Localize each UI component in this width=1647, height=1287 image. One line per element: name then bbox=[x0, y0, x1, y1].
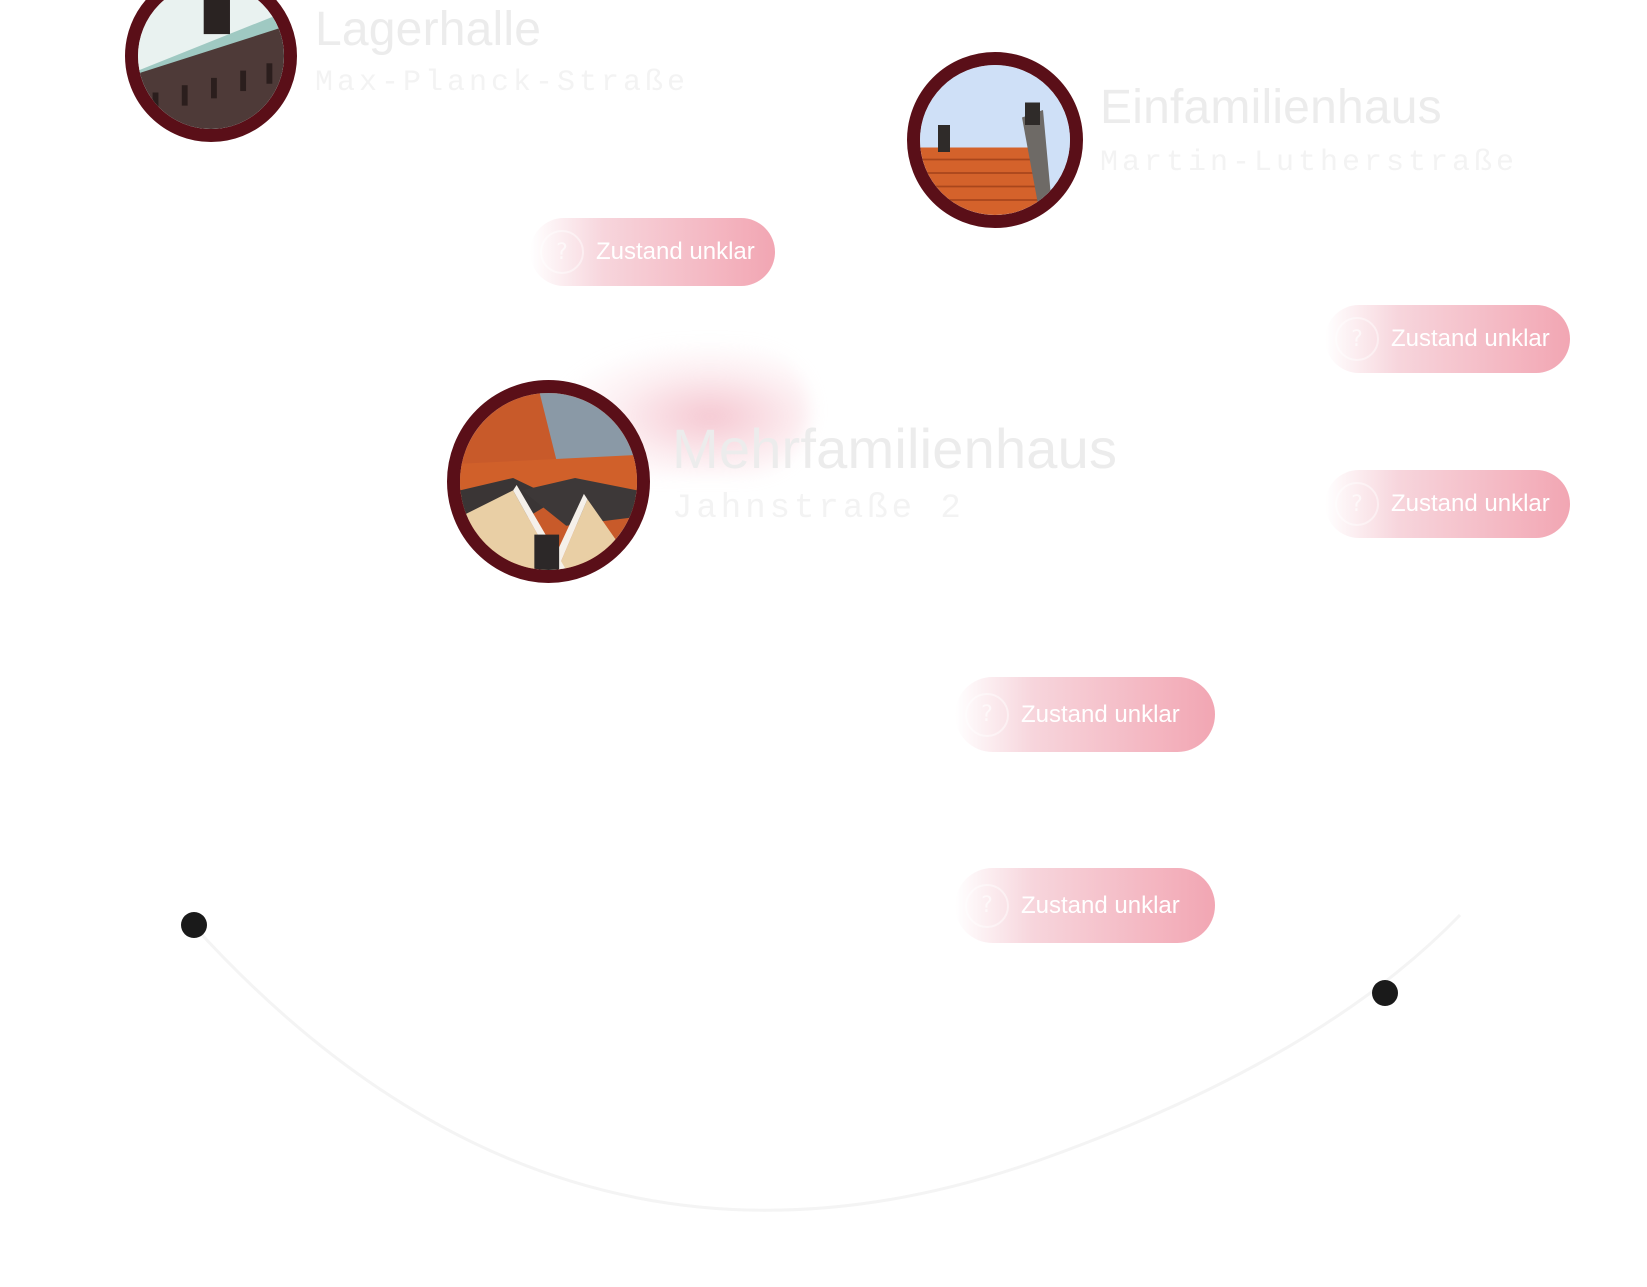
question-icon: ? bbox=[965, 692, 1009, 737]
property-card-lagerhalle[interactable]: Lagerhalle Max-Planck-Straße bbox=[0, 0, 700, 150]
status-pill-label: Zustand unklar bbox=[596, 238, 755, 265]
question-icon: ? bbox=[1335, 317, 1379, 361]
status-pill[interactable]: ? Zustand unklar bbox=[955, 677, 1215, 752]
property-title: Einfamilienhaus bbox=[1100, 81, 1442, 134]
question-icon: ? bbox=[540, 230, 584, 274]
property-card-einfamilienhaus[interactable]: Einfamilienhaus Martin-Lutherstraße bbox=[900, 50, 1550, 230]
question-icon: ? bbox=[965, 883, 1009, 928]
property-avatar bbox=[125, 0, 297, 142]
status-pill-label: Zustand unklar bbox=[1391, 325, 1550, 352]
property-address: Martin-Lutherstraße bbox=[1100, 146, 1519, 180]
status-pill[interactable]: ? Zustand unklar bbox=[530, 218, 775, 286]
status-pill[interactable]: ? Zustand unklar bbox=[1325, 470, 1570, 538]
status-pill[interactable]: ? Zustand unklar bbox=[955, 868, 1215, 943]
property-avatar bbox=[907, 52, 1083, 228]
property-title: Mehrfamilienhaus bbox=[672, 417, 1118, 480]
property-address: Jahnstraße 2 bbox=[672, 490, 965, 528]
status-pill-label: Zustand unklar bbox=[1021, 700, 1180, 728]
status-pill-label: Zustand unklar bbox=[1021, 891, 1180, 919]
arc-start-dot[interactable] bbox=[181, 912, 207, 938]
arc-end-dot[interactable] bbox=[1372, 980, 1398, 1006]
status-pill-label: Zustand unklar bbox=[1391, 490, 1550, 517]
property-card-mehrfamilienhaus[interactable]: Mehrfamilienhaus Jahnstraße 2 bbox=[440, 378, 1160, 588]
question-icon: ? bbox=[1335, 482, 1379, 526]
status-pill[interactable]: ? Zustand unklar bbox=[1325, 305, 1570, 373]
property-avatar bbox=[447, 380, 650, 583]
property-title: Lagerhalle bbox=[315, 3, 542, 56]
property-address: Max-Planck-Straße bbox=[315, 66, 690, 100]
